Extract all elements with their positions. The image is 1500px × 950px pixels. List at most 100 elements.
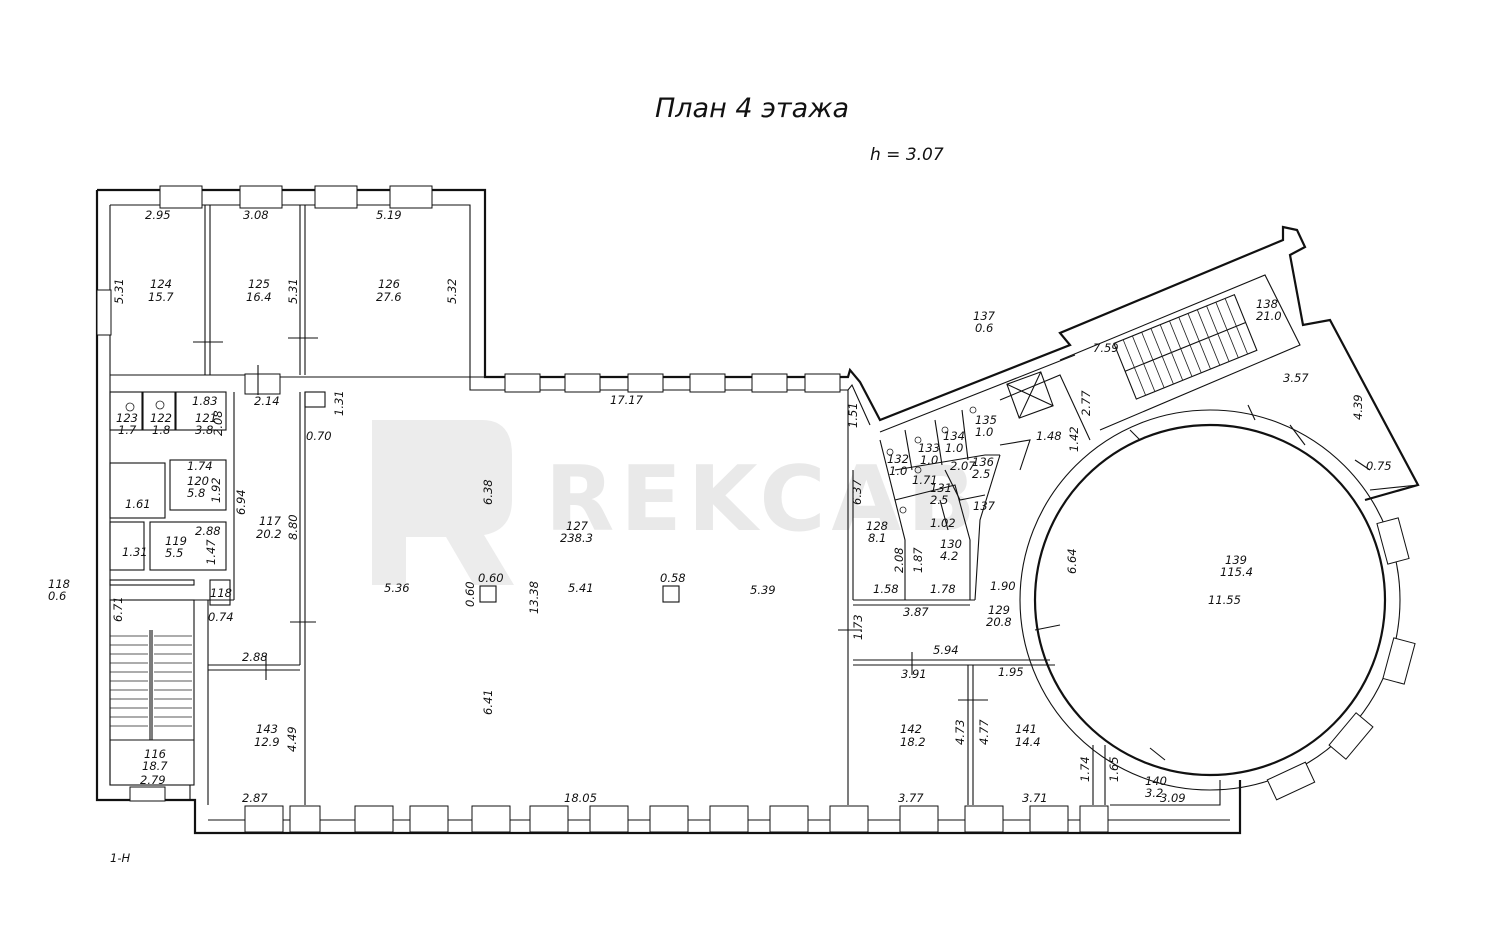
svg-text:5.5: 5.5 — [165, 546, 183, 560]
svg-text:0.75: 0.75 — [1366, 459, 1392, 473]
svg-text:21.0: 21.0 — [1256, 309, 1282, 323]
svg-text:1.87: 1.87 — [911, 547, 925, 573]
svg-text:118: 118 — [210, 586, 232, 600]
svg-text:27.6: 27.6 — [376, 290, 402, 304]
svg-text:2.14: 2.14 — [254, 394, 280, 408]
svg-text:0.60: 0.60 — [463, 581, 477, 607]
svg-text:1.48: 1.48 — [1036, 429, 1062, 443]
svg-text:2.08: 2.08 — [892, 547, 906, 573]
svg-text:122: 122 — [150, 411, 172, 425]
watermark-logo: REKCAB — [372, 420, 976, 585]
svg-text:4.77: 4.77 — [977, 719, 991, 745]
svg-text:3.09: 3.09 — [1160, 791, 1186, 805]
svg-text:16.4: 16.4 — [246, 290, 272, 304]
svg-text:1.74: 1.74 — [187, 459, 213, 473]
svg-text:1.0: 1.0 — [975, 425, 993, 439]
svg-text:2.77: 2.77 — [1079, 390, 1093, 416]
svg-text:15.7: 15.7 — [148, 290, 174, 304]
svg-text:115.4: 115.4 — [1220, 565, 1253, 579]
svg-text:8.80: 8.80 — [286, 514, 300, 540]
svg-text:5.19: 5.19 — [376, 208, 402, 222]
svg-text:13.38: 13.38 — [527, 581, 541, 614]
svg-text:14.4: 14.4 — [1015, 735, 1041, 749]
svg-text:2.87: 2.87 — [242, 791, 268, 805]
svg-text:2.88: 2.88 — [242, 650, 268, 664]
svg-text:138: 138 — [1256, 297, 1278, 311]
svg-text:120: 120 — [187, 474, 209, 488]
svg-text:1.78: 1.78 — [930, 582, 956, 596]
svg-text:119: 119 — [165, 534, 187, 548]
svg-text:129: 129 — [988, 603, 1010, 617]
svg-text:4.2: 4.2 — [940, 549, 958, 563]
svg-text:1.61: 1.61 — [125, 497, 151, 511]
svg-text:0.74: 0.74 — [208, 610, 234, 624]
svg-text:3.71: 3.71 — [1022, 791, 1048, 805]
svg-text:4.49: 4.49 — [285, 726, 299, 752]
svg-text:143: 143 — [256, 722, 278, 736]
svg-text:1.90: 1.90 — [990, 579, 1016, 593]
svg-text:133: 133 — [918, 441, 940, 455]
svg-text:128: 128 — [866, 519, 888, 533]
svg-text:121: 121 — [195, 411, 217, 425]
svg-text:1.71: 1.71 — [912, 473, 938, 487]
svg-text:18.2: 18.2 — [900, 735, 926, 749]
svg-text:5.31: 5.31 — [112, 278, 126, 304]
svg-text:127: 127 — [566, 519, 589, 533]
svg-text:5.36: 5.36 — [384, 581, 410, 595]
svg-text:2.95: 2.95 — [145, 208, 171, 222]
svg-text:126: 126 — [378, 277, 400, 291]
svg-text:0.58: 0.58 — [660, 571, 686, 585]
svg-text:2.88: 2.88 — [195, 524, 221, 538]
dimension-labels: 2.95 3.08 5.19 5.31 5.31 5.32 1.83 2.08 … — [111, 208, 1392, 805]
svg-text:17.17: 17.17 — [610, 393, 644, 407]
svg-text:0.60: 0.60 — [478, 571, 504, 585]
room-118-small: 118 — [210, 586, 232, 600]
svg-text:116: 116 — [144, 747, 166, 761]
svg-text:3.8: 3.8 — [195, 423, 213, 437]
svg-text:1.42: 1.42 — [1067, 426, 1081, 452]
svg-text:0.70: 0.70 — [306, 429, 332, 443]
sanitary-fixtures — [125, 400, 977, 514]
svg-text:140: 140 — [1145, 774, 1167, 788]
svg-text:20.2: 20.2 — [256, 527, 282, 541]
svg-text:5.32: 5.32 — [445, 278, 459, 304]
windows-top — [96, 185, 841, 802]
svg-text:6.41: 6.41 — [481, 689, 495, 715]
svg-text:136: 136 — [972, 455, 994, 469]
svg-text:6.94: 6.94 — [234, 489, 248, 515]
svg-text:134: 134 — [943, 429, 965, 443]
rotunda-room — [1019, 404, 1419, 801]
svg-text:18.05: 18.05 — [564, 791, 597, 805]
svg-text:5.31: 5.31 — [286, 278, 300, 304]
svg-text:18.7: 18.7 — [142, 759, 168, 773]
svg-text:238.3: 238.3 — [560, 531, 593, 545]
interior-walls — [109, 205, 1301, 805]
svg-text:1.0: 1.0 — [889, 464, 907, 478]
room-137-small: 137 — [973, 499, 996, 513]
svg-text:142: 142 — [900, 722, 922, 736]
svg-text:132: 132 — [887, 452, 909, 466]
plan-title: План 4 этажа — [655, 93, 849, 124]
